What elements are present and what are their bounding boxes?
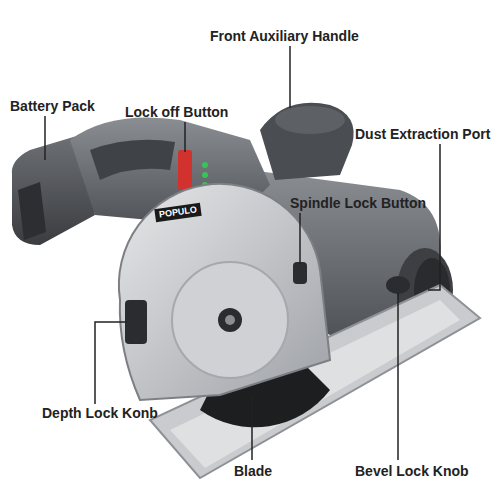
leader-line: [289, 46, 291, 108]
battery-latch: [18, 182, 46, 240]
leader-line: [299, 213, 301, 264]
part-label: Spindle Lock Button: [290, 195, 426, 211]
part-label: Front Auxiliary Handle: [210, 28, 359, 44]
leader-line: [44, 116, 46, 160]
part-label: Blade: [234, 463, 272, 479]
bevel-lock-knob: [386, 276, 410, 294]
part-label: Bevel Lock Knob: [355, 463, 469, 479]
leader-line: [251, 395, 253, 460]
part-label: Battery Pack: [10, 98, 95, 114]
indicator-led: [202, 162, 208, 168]
leader-line: [397, 293, 399, 460]
leader-line: [95, 322, 127, 404]
part-label: Lock off Button: [125, 104, 228, 120]
handle-grip: [90, 140, 175, 180]
guard-face: [172, 262, 288, 378]
spindle-nut: [225, 315, 235, 325]
front-handle-top: [275, 106, 345, 134]
indicator-led: [202, 172, 208, 178]
leader-line: [428, 144, 440, 290]
spindle: [218, 308, 242, 332]
leader-line: [184, 122, 186, 152]
blade-guard: [119, 184, 330, 400]
spindle-lock-button: [293, 262, 307, 284]
depth-lock-knob: [125, 300, 147, 344]
leader-lines: [45, 46, 440, 460]
part-label: Dust Extraction Port: [355, 126, 490, 142]
part-label: Depth Lock Konb: [42, 405, 158, 421]
lock-off-button: [178, 150, 192, 190]
front-handle: [260, 103, 354, 180]
